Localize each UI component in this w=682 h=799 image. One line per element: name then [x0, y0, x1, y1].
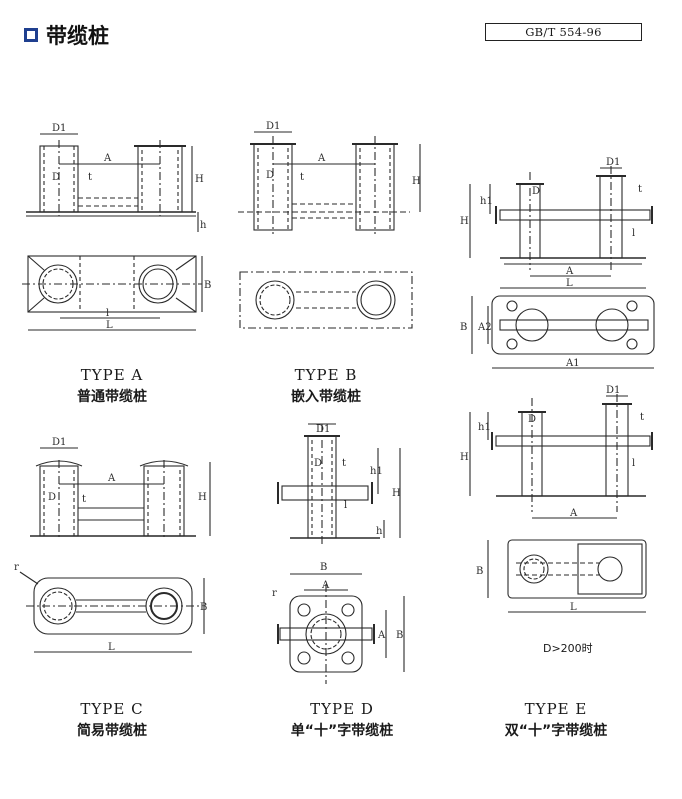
type-name: 单“十”字带缆桩 — [290, 723, 394, 739]
dim-label: t — [300, 172, 304, 183]
dim-label: D — [266, 170, 274, 181]
type-label: TYPE B — [294, 366, 358, 384]
type-c-plan — [19, 571, 205, 653]
dim-label: h1 — [480, 196, 493, 207]
dim-label: B — [396, 630, 403, 641]
dim-label: l — [344, 500, 347, 511]
type-c-elevation — [30, 447, 211, 540]
caption-type-d: TYPE D 单“十”字带缆桩 — [252, 700, 432, 740]
dim-label: A2 — [477, 322, 492, 333]
type-e-elevation-2 — [469, 394, 653, 519]
standard-code: GB/T 554-96 — [485, 23, 642, 41]
dim-label: L — [570, 602, 577, 613]
type-name: 简易带缆桩 — [77, 723, 147, 739]
type-a-plan — [22, 255, 203, 331]
dim-label: A1 — [565, 358, 580, 369]
type-label: TYPE C — [80, 700, 144, 718]
type-label: TYPE D — [310, 700, 374, 718]
dimension-labels: D1 A D t H h l L B D1 A D t H D1 A D t H… — [14, 121, 644, 653]
dim-label: l — [106, 308, 109, 319]
dim-label: A — [107, 473, 116, 484]
caption-type-c: TYPE C 简易带缆桩 — [22, 700, 202, 740]
type-name: 普通带缆桩 — [77, 389, 147, 405]
dim-label: h1 — [478, 422, 491, 433]
caption-type-b: TYPE B 嵌入带缆桩 — [236, 366, 416, 406]
dim-label: A — [565, 266, 574, 277]
dim-label: D1 — [52, 123, 66, 134]
dim-label: t — [82, 494, 86, 505]
type-b-elevation — [238, 131, 421, 234]
type-e-note: D>200时 — [543, 642, 593, 655]
dim-label: A — [377, 630, 386, 641]
header: 带缆桩 — [24, 20, 109, 50]
dim-label: L — [566, 278, 573, 289]
dim-label: A — [317, 153, 326, 164]
dim-label: D — [48, 492, 56, 503]
type-b-plan — [239, 271, 413, 329]
type-e-elevation-1 — [469, 166, 653, 289]
type-e-plan-1 — [471, 295, 655, 369]
dim-label: D — [532, 186, 540, 197]
dim-label: B — [204, 280, 211, 291]
dim-label: r — [272, 588, 277, 599]
dim-label: H — [460, 452, 469, 463]
dim-label: L — [108, 642, 115, 653]
dim-label: H — [198, 492, 207, 503]
type-a-elevation — [26, 133, 199, 232]
dim-label: h — [376, 526, 383, 537]
type-d-plan — [277, 573, 405, 684]
dim-label: H — [195, 174, 204, 185]
dim-label: t — [88, 172, 92, 183]
dim-label: A — [321, 580, 330, 591]
type-name: 双“十”字带缆桩 — [504, 723, 608, 739]
type-d-elevation — [277, 423, 401, 544]
dim-label: H — [392, 488, 401, 499]
dim-label: D1 — [266, 121, 280, 132]
dim-label: l — [632, 228, 635, 239]
dim-label: t — [640, 412, 644, 423]
dim-label: B — [320, 562, 327, 573]
dim-label: A — [103, 153, 112, 164]
dim-label: t — [342, 458, 346, 469]
dim-label: D1 — [52, 437, 66, 448]
dim-label: h — [200, 220, 207, 231]
dim-label: D — [314, 458, 322, 469]
type-label: TYPE E — [524, 700, 588, 718]
caption-type-e: TYPE E 双“十”字带缆桩 — [466, 700, 646, 740]
page-title: 带缆桩 — [46, 24, 109, 48]
square-bullet-icon — [24, 28, 38, 42]
dim-label: D1 — [316, 424, 330, 435]
dim-label: B — [200, 602, 207, 613]
dim-label: D1 — [606, 157, 620, 168]
caption-type-a: TYPE A 普通带缆桩 — [22, 366, 202, 406]
dim-label: B — [460, 322, 467, 333]
dim-label: t — [638, 184, 642, 195]
dim-label: B — [476, 566, 483, 577]
dim-label: H — [460, 216, 469, 227]
dim-label: r — [14, 562, 19, 573]
dim-label: H — [412, 176, 421, 187]
dim-label: D — [52, 172, 60, 183]
dim-label: l — [632, 458, 635, 469]
type-label: TYPE A — [80, 366, 144, 384]
type-name: 嵌入带缆桩 — [291, 389, 361, 405]
dim-label: h1 — [370, 466, 383, 477]
dim-label: D — [528, 414, 536, 425]
dim-label: D1 — [606, 385, 620, 396]
type-e-plan-2 — [487, 539, 647, 613]
dim-label: A — [569, 508, 578, 519]
dim-label: L — [106, 320, 113, 331]
